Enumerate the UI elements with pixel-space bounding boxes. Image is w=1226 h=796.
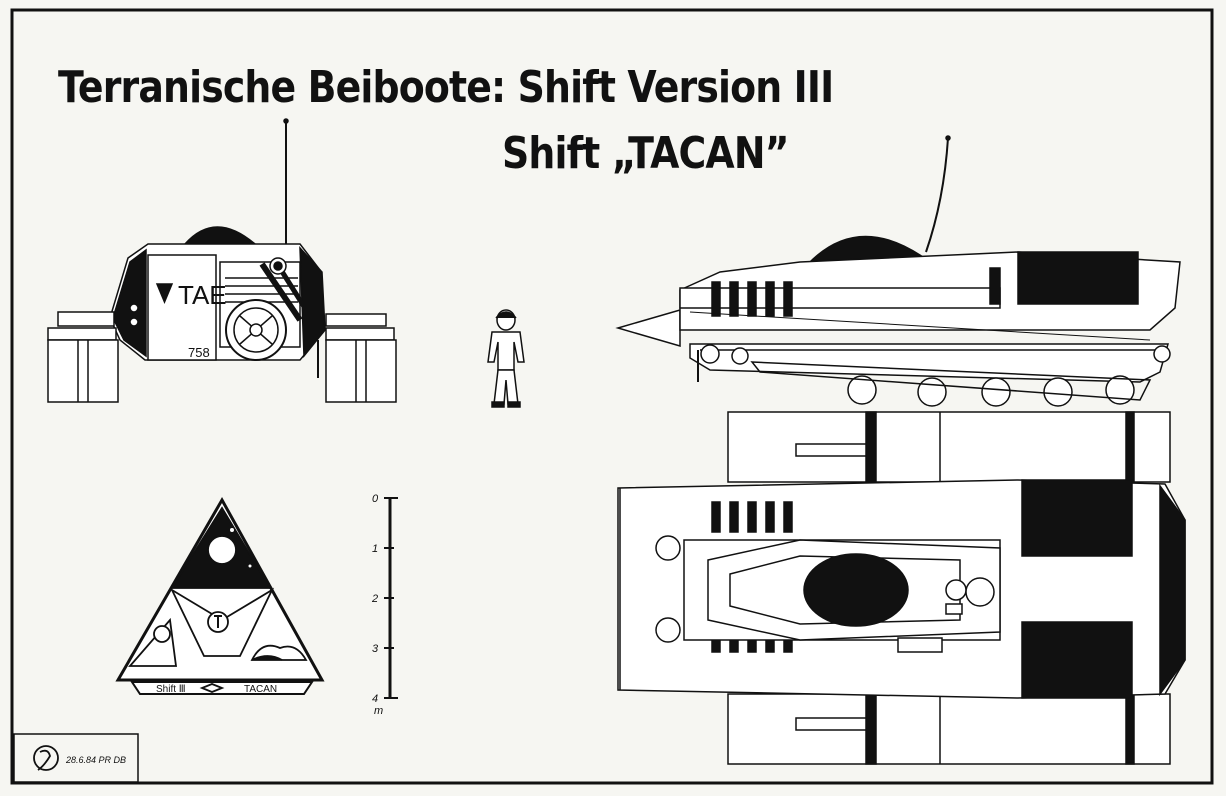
emblem-right-text: TACAN <box>244 684 277 695</box>
title-line-1: Terranische Beiboote: Shift Version III <box>58 62 834 113</box>
top-view <box>617 411 1186 765</box>
signature-box <box>13 733 139 783</box>
emblem-left-text: Shift Ⅲ <box>156 684 186 695</box>
scale-tick-label: 4 <box>372 693 378 705</box>
scale-unit: m <box>374 705 383 717</box>
side-view <box>615 135 1181 407</box>
scale-tick-label: 0 <box>372 493 379 505</box>
front-view <box>47 118 397 403</box>
scale-tick-label: 3 <box>372 643 379 655</box>
tacan-emblem <box>115 496 325 695</box>
hull-letters: TAE <box>178 280 227 310</box>
hull-number: 758 <box>188 345 210 360</box>
signature-date: 28.6.84 PR DB <box>65 755 126 765</box>
title-line-2: Shift „TACAN” <box>502 128 790 179</box>
human-figure <box>487 309 525 408</box>
scale-bar <box>384 497 398 699</box>
sheet-border <box>10 8 1214 785</box>
scale-tick-label: 1 <box>372 543 378 555</box>
scale-tick-label: 2 <box>371 593 378 605</box>
